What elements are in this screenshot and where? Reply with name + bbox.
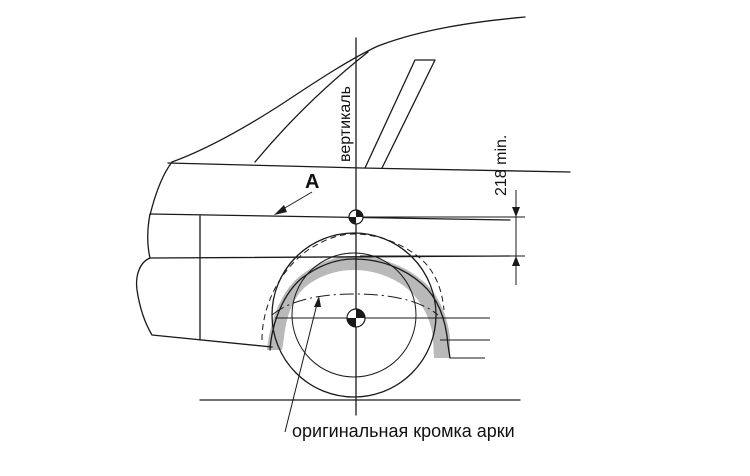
- caption-leader-line: [284, 299, 319, 433]
- trunk-top-line: [149, 213, 511, 221]
- c-pillar-line: [149, 161, 173, 216]
- vertical-label: вертикаль: [337, 86, 354, 162]
- wheel-hub-arc: [271, 293, 439, 316]
- leader-a-arrow: [274, 205, 287, 215]
- caption-leader-arrow: [314, 296, 321, 307]
- top-center-marker: [348, 209, 364, 225]
- wheel-center-marker: [346, 308, 366, 328]
- rear-window-frame: [364, 59, 436, 169]
- dimension-arrow-top: [512, 207, 520, 217]
- caption-label: оригинальная кромка арки: [292, 421, 515, 441]
- original-arch-edge: [269, 258, 451, 359]
- dimension-arrow-bottom: [512, 256, 520, 266]
- roof-line: [171, 16, 526, 163]
- wheel-inner: [291, 252, 417, 378]
- belt-line: [167, 162, 571, 173]
- dimension-label: 218 min.: [493, 135, 510, 196]
- bumper-outline: [135, 257, 273, 348]
- point-a-label: A: [305, 171, 319, 193]
- modified-arch-fill: [267, 256, 450, 358]
- roof-inner-line: [254, 51, 369, 163]
- rear-panel-line: [147, 213, 151, 259]
